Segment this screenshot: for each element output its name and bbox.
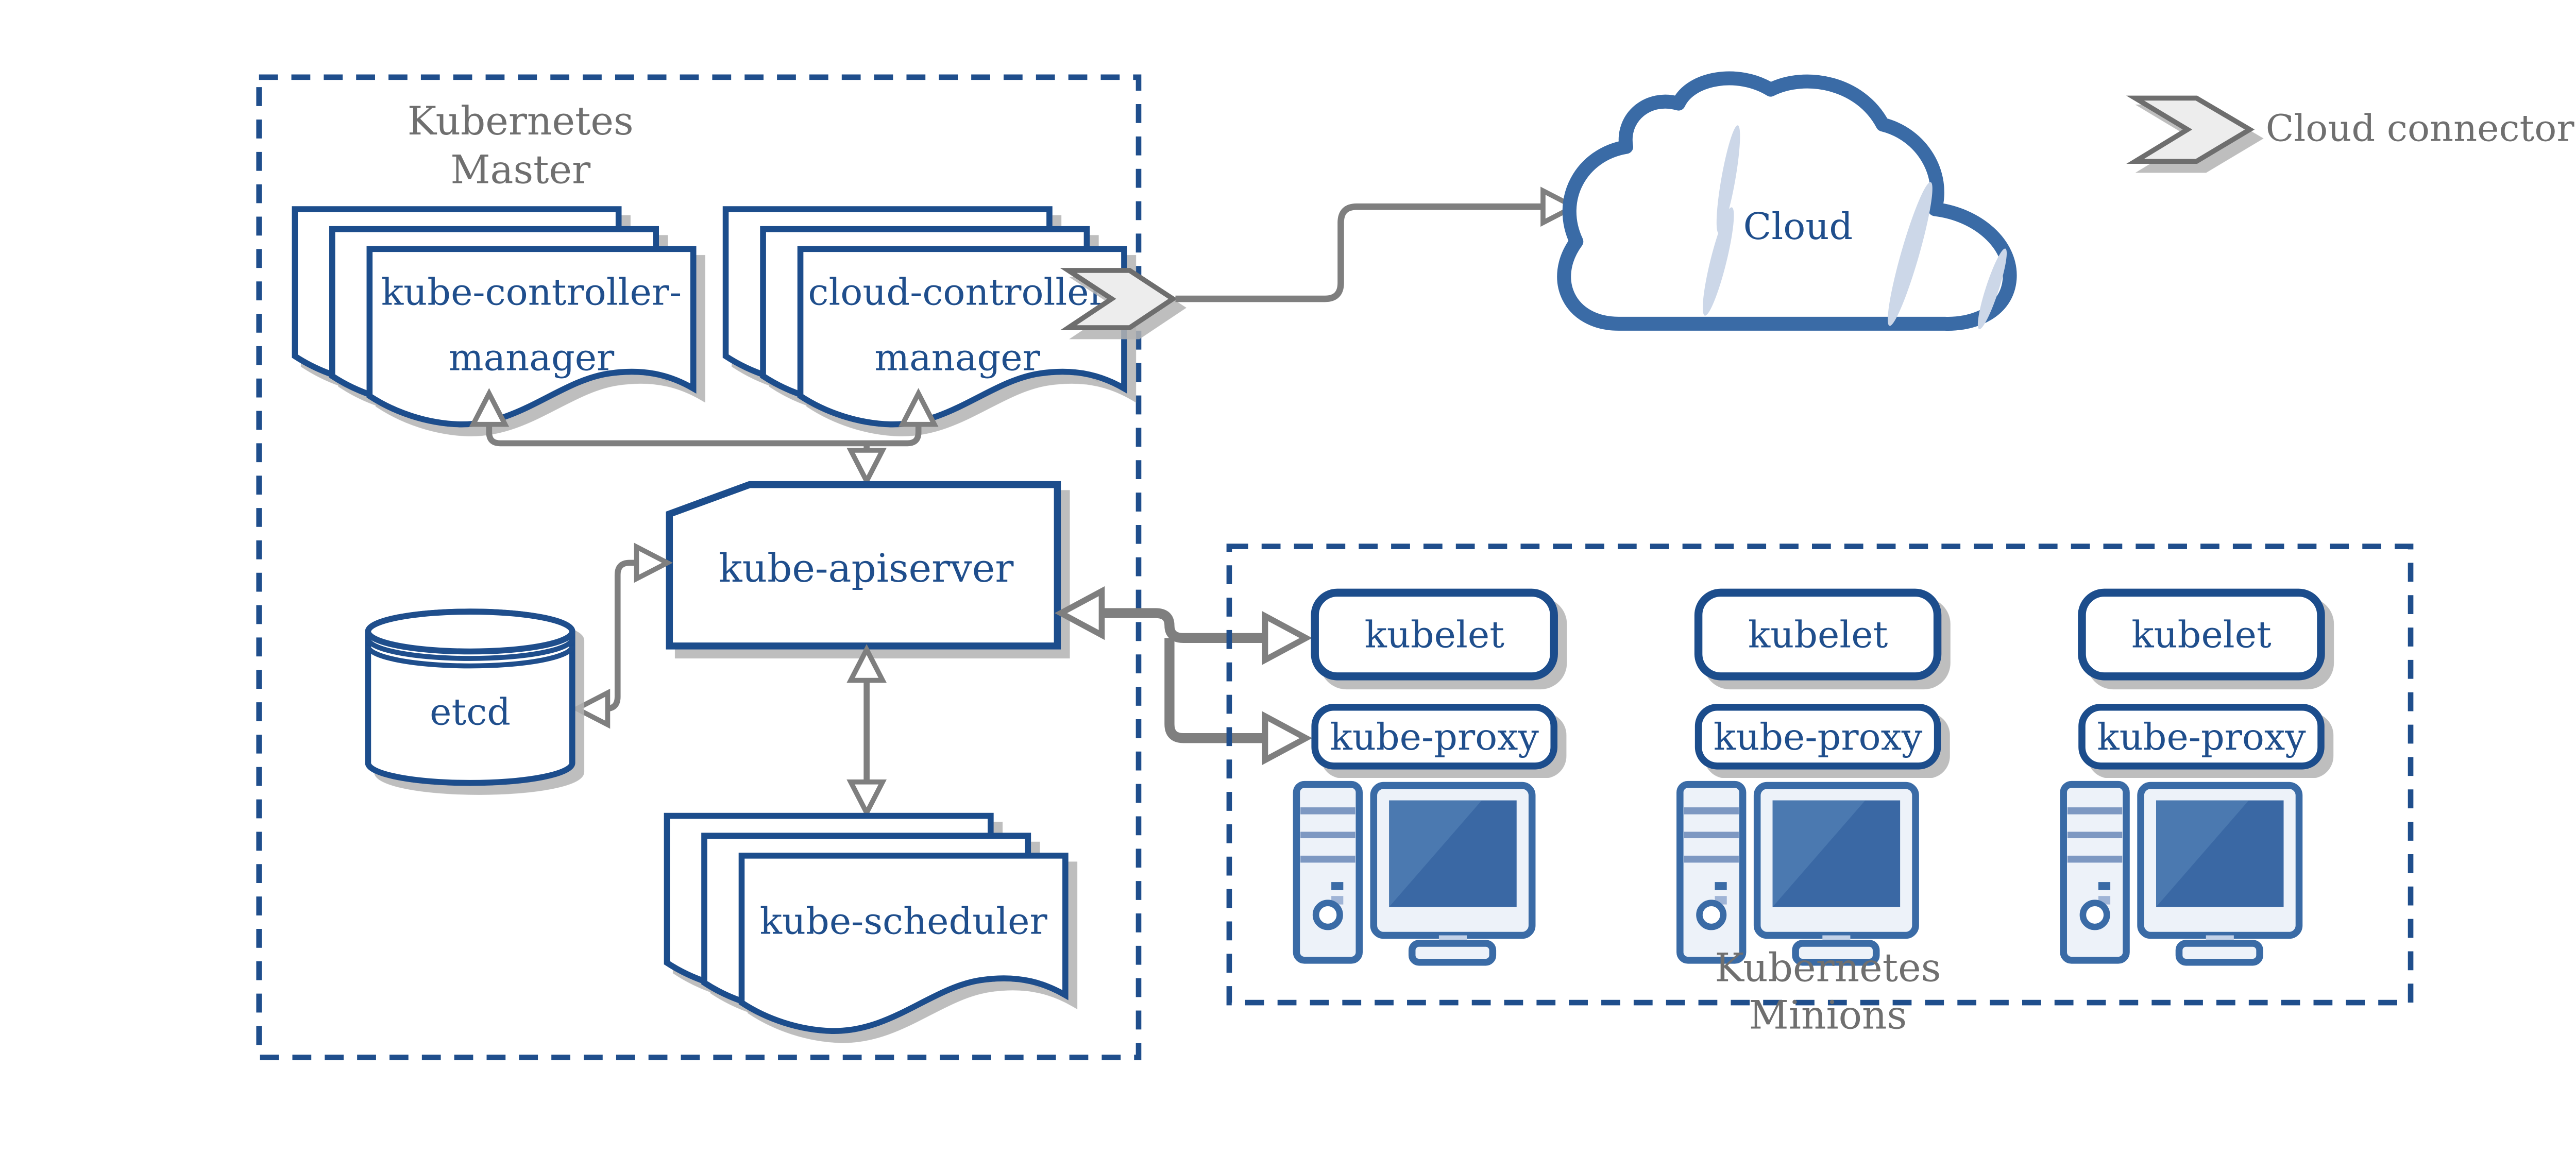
etcd-cylinder-ring — [365, 638, 575, 661]
kube-proxy-label: kube-proxy — [1330, 716, 1539, 758]
kube-proxy-label: kube-proxy — [2097, 716, 2306, 758]
kube-proxy-box — [1694, 704, 1941, 770]
kube-scheduler-label: kube-scheduler — [760, 900, 1048, 943]
connector-apiserver-kube-proxy — [1164, 638, 1265, 743]
cloud-icon — [1557, 71, 2017, 331]
legend: Cloud connector — [2126, 95, 2575, 164]
cloud-group: Cloud — [1557, 71, 2017, 331]
kube-scheduler-stack: kube-scheduler — [667, 816, 1065, 1031]
arrowhead-into-kube-proxy — [1262, 711, 1313, 765]
master-title-line1: Kubernetes — [408, 98, 634, 144]
minions-title-line1: Kubernetes — [1715, 945, 1941, 990]
connector-docs-bar — [486, 422, 922, 447]
cloud-glare-sliver — [1888, 182, 1933, 326]
cloud-connector-chevron-icon — [2126, 95, 2255, 164]
arrowhead-into-apiserver-top — [846, 448, 887, 487]
arrowhead-into-etcd — [571, 688, 611, 729]
kubelet-label: kubelet — [2131, 614, 2272, 656]
node-computer-icon — [1680, 785, 1916, 962]
kubelet-box — [2078, 588, 2325, 681]
kubelet-label: kubelet — [1748, 614, 1888, 656]
minion-node-2: kubelet kube-proxy — [1680, 588, 1942, 962]
kube-controller-manager-label-line1: kube-controller- — [381, 271, 682, 314]
legend-label: Cloud connector — [2266, 107, 2575, 150]
kubelet-box — [1311, 588, 1558, 681]
minion-node-3: kubelet kube-proxy — [2063, 588, 2325, 962]
kubelet-box — [1694, 588, 1942, 681]
connector-apiserver-kubelet — [1101, 608, 1265, 643]
arrowhead-into-kube-scheduler — [846, 779, 887, 819]
arrowhead-into-kube-controller-manager — [469, 388, 510, 427]
cloud-connector-chevron-icon — [1060, 268, 1178, 330]
arrowhead-into-cloud-controller-manager — [898, 388, 939, 427]
kube-proxy-box — [2078, 704, 2325, 770]
kubernetes-architecture-diagram: Kubernetes Master kube-controller- manag… — [256, 71, 2575, 1060]
arrowhead-into-cloud — [1540, 186, 1580, 227]
kube-apiserver-label: kube-apiserver — [719, 546, 1014, 591]
arrowhead-into-apiserver-bottom — [846, 644, 887, 683]
minions-boundary-box — [1226, 544, 2414, 1006]
cloud-glare-sliver — [1716, 125, 1740, 233]
kubelet-label: kubelet — [1365, 614, 1505, 656]
kube-proxy-box — [1311, 704, 1558, 770]
master-boundary-box — [256, 74, 1142, 1060]
cloud-controller-manager-stack: cloud-controller manager — [726, 209, 1124, 425]
kube-controller-manager-label-line2: manager — [449, 336, 615, 379]
cloud-controller-manager-label-line2: manager — [874, 336, 1040, 379]
arrowhead-into-apiserver-right — [1054, 586, 1105, 640]
minions-title-line2: Minions — [1749, 992, 1907, 1038]
etcd-label: etcd — [430, 691, 511, 734]
etcd-group: etcd — [365, 608, 575, 786]
kube-proxy-label: kube-proxy — [1714, 716, 1923, 758]
document-sheet-front — [741, 856, 1065, 1031]
kube-controller-manager-stack: kube-controller- manager — [295, 209, 693, 425]
arrow-chevron-to-cloud — [1175, 203, 1543, 302]
cloud-controller-manager-label-line1: cloud-controller — [808, 271, 1107, 314]
node-computer-icon — [1296, 785, 1532, 962]
arrowhead-into-apiserver-left — [634, 542, 673, 583]
cloud-glare-sliver — [1977, 248, 2007, 329]
etcd-cylinder-top — [365, 608, 575, 655]
kube-apiserver-box — [666, 481, 1061, 650]
cloud-label: Cloud — [1743, 205, 1853, 248]
master-title-line2: Master — [450, 147, 591, 193]
arrowhead-into-kubelet — [1262, 611, 1313, 665]
etcd-cylinder-ring — [365, 646, 575, 669]
diagram-canvas: Kubernetes Master kube-controller- manag… — [256, 71, 2575, 1060]
connector-apiserver-etcd — [602, 559, 637, 712]
cloud-glare-sliver — [1703, 207, 1734, 316]
node-computer-icon — [2063, 785, 2299, 962]
minion-node-1: kubelet kube-proxy — [1296, 588, 1558, 962]
